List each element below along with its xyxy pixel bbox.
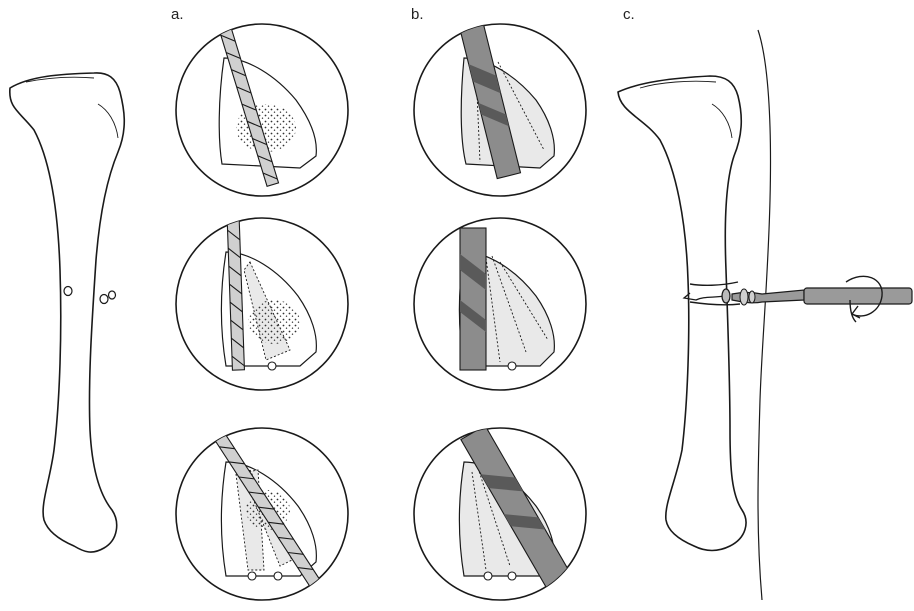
- panel-label-c: c.: [623, 6, 635, 23]
- pin-hole-left-1: [63, 285, 73, 297]
- panel-a-step-1: [175, 23, 349, 197]
- panel-label-a: a.: [171, 6, 184, 23]
- gigli-saw-wire: [682, 288, 731, 304]
- bone-graft-dots: [248, 300, 300, 344]
- twist-drill-icon: [226, 219, 246, 371]
- flat-bar-icon: [459, 227, 487, 371]
- curved-arrow-icon: [845, 275, 883, 323]
- pin-hole-left-2: [99, 290, 117, 305]
- panel-a-step-2: [175, 217, 349, 391]
- panel-b-step-1: [413, 23, 587, 197]
- osteotomy-line: [689, 281, 741, 306]
- panel-b-step-3: [413, 427, 587, 601]
- tibia-right: [617, 75, 747, 552]
- twist-drill-icon: [217, 24, 280, 188]
- panel-a-step-3: [175, 427, 349, 601]
- panel-label-b: b.: [411, 6, 424, 23]
- flat-bar-icon: [458, 24, 522, 180]
- tibia-left: [9, 72, 126, 553]
- panel-b-step-2: [413, 217, 587, 391]
- rotating-handle-icon: [731, 287, 913, 306]
- limb-outline: [757, 29, 772, 601]
- flat-bar-icon: [460, 428, 572, 590]
